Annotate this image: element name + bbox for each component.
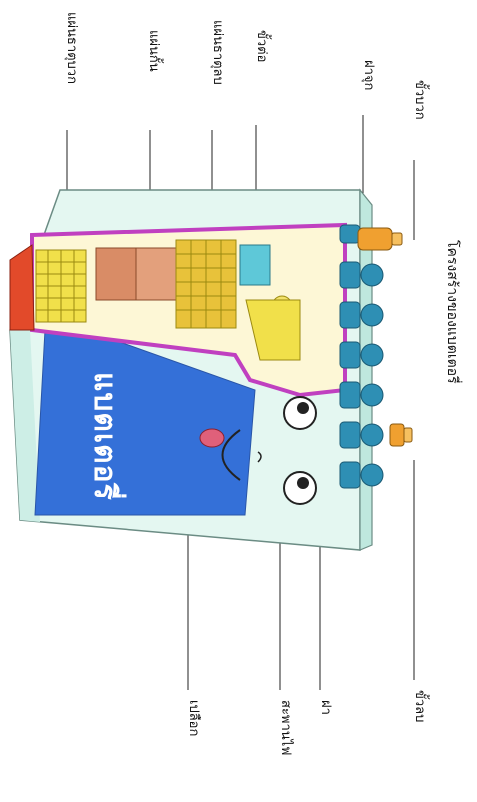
label-electrolyte: สะพานไฟ <box>279 700 292 755</box>
label-case: เปลือก <box>187 700 200 736</box>
label-negative-terminal: ขั้วลบ <box>413 690 426 722</box>
label-positive-terminal: ขั้วบวก <box>413 80 426 120</box>
label-separator: แผ่นกั้น <box>147 30 160 72</box>
label-negative-plate: แผ่นธาตุลบ <box>211 20 224 85</box>
brand-text: แบตเตอรี่ <box>81 372 128 501</box>
right-pupil <box>297 477 309 489</box>
negative-terminal <box>390 424 412 446</box>
positive-plates <box>36 250 86 322</box>
left-pupil <box>297 402 309 414</box>
label-positive-plate: แผ่นธาตุบวก <box>65 12 78 84</box>
case-end-cap <box>10 245 34 330</box>
tongue <box>200 429 224 447</box>
negative-plates <box>176 240 236 328</box>
diagram-title: โครงสร้างของแบตเตอรี่ <box>441 240 463 384</box>
label-connector: ขั้วต่อ <box>255 30 268 62</box>
separator-plates <box>96 248 176 300</box>
label-cap: ฝาจุก <box>362 60 375 90</box>
label-lid: ฝา <box>319 700 332 715</box>
positive-terminal <box>358 228 402 250</box>
connector-strap <box>240 245 270 285</box>
